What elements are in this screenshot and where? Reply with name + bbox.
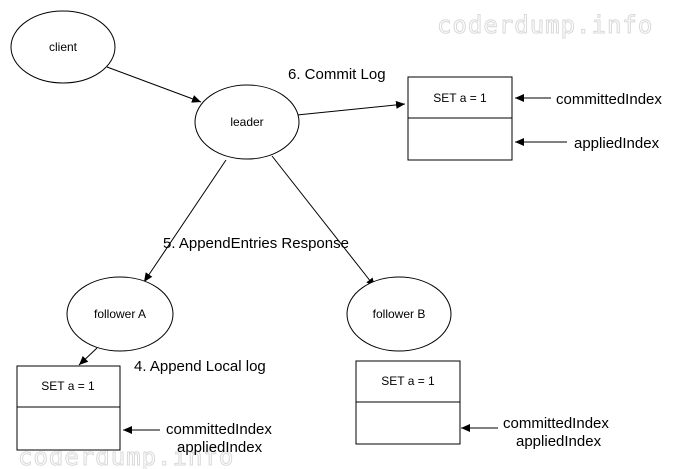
edge-leader-follower-a: [143, 159, 227, 283]
client-label: client: [49, 40, 78, 54]
follower-a-node: follower A: [66, 276, 174, 352]
follower-a-log-box: SET a = 1: [16, 365, 121, 451]
follower-b-node: follower B: [346, 276, 452, 352]
leader-log-box: SET a = 1: [407, 76, 513, 161]
follower-a-committed-index: committedIndex: [166, 421, 272, 438]
step-append-entries-response: 5. AppendEntries Response: [163, 235, 349, 252]
follower-b-committed-index: committedIndex: [503, 415, 609, 432]
edge-leader-follower-b: [271, 155, 376, 288]
leader-applied-index: appliedIndex: [574, 135, 660, 152]
leader-committed-index: committedIndex: [556, 91, 662, 108]
client-node: client: [10, 10, 116, 84]
edge-follower-a-log: [78, 347, 98, 366]
follower-b-log-box: SET a = 1: [355, 360, 461, 445]
leader-node: leader: [194, 84, 300, 160]
watermark-top: coderdump.info: [437, 11, 653, 39]
follower-b-applied-index: appliedIndex: [516, 433, 602, 450]
leader-log-entry: SET a = 1: [433, 91, 487, 105]
follower-a-log-entry: SET a = 1: [41, 379, 95, 393]
follower-b-log-entry: SET a = 1: [381, 374, 435, 388]
step-append-local-log: 4. Append Local log: [134, 358, 266, 375]
edge-client-leader: [106, 66, 202, 103]
leader-label: leader: [230, 115, 263, 129]
follower-b-label: follower B: [373, 307, 426, 321]
follower-a-label: follower A: [94, 307, 146, 321]
follower-a-applied-index: appliedIndex: [177, 439, 263, 456]
step-commit-log: 6. Commit Log: [288, 66, 386, 83]
edge-leader-log: [296, 100, 406, 116]
